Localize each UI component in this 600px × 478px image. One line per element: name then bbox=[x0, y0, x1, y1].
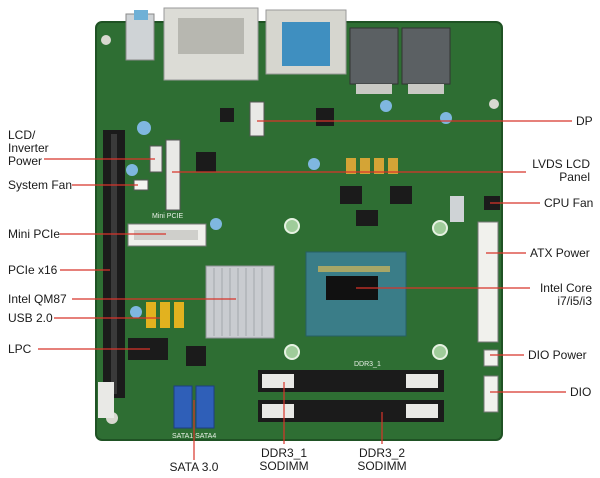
cpu-contacts bbox=[318, 266, 390, 272]
heatsink-bracket bbox=[450, 196, 464, 222]
ddr3-2-slot-latch bbox=[262, 404, 294, 418]
usb-port-stack bbox=[356, 84, 392, 94]
misc-chips bbox=[186, 108, 412, 366]
atx-power-connector bbox=[477, 221, 499, 343]
audio-jack bbox=[125, 13, 155, 61]
label-ddr3-1-sodimm: DDR3_1 SODIMM bbox=[259, 446, 309, 473]
mini-pcie-slot-inner bbox=[134, 230, 198, 240]
sata-connector bbox=[173, 385, 193, 429]
ddr3-1-slot-latch bbox=[406, 374, 438, 388]
label-lpc: LPC bbox=[8, 342, 32, 356]
lan-port bbox=[401, 27, 451, 85]
label-intel-qm87: Intel QM87 bbox=[8, 292, 67, 306]
label-atx-power: ATX Power bbox=[530, 246, 590, 260]
label-dp: DP bbox=[576, 114, 593, 128]
misc-capacitors bbox=[126, 100, 452, 318]
lpc-bracket bbox=[98, 382, 114, 418]
label-ddr3-2-sodimm: DDR3_2 SODIMM bbox=[357, 446, 407, 473]
label-mini-pcie: Mini PCIe bbox=[8, 227, 61, 241]
label-lvds-lcd-panel: LVDS LCD Panel bbox=[532, 157, 590, 184]
audio-jack-top bbox=[134, 10, 148, 20]
pcie-x16-slot-groove bbox=[111, 134, 117, 394]
usb-port-stack bbox=[408, 84, 444, 94]
vga-connector-face bbox=[282, 22, 330, 66]
label-pcie-x16: PCIe x16 bbox=[8, 263, 58, 277]
label-intel-core: Intel Core i7/i5/i3 bbox=[539, 281, 592, 308]
mount-hole bbox=[489, 99, 499, 109]
mount-hole bbox=[432, 220, 448, 236]
label-system-fan: System Fan bbox=[8, 178, 73, 192]
ddr3-1-slot-latch bbox=[262, 374, 294, 388]
mount-hole bbox=[101, 35, 111, 45]
label-dio-power: DIO Power bbox=[528, 348, 587, 362]
qm87-heatsink bbox=[205, 265, 275, 339]
inductors bbox=[346, 158, 398, 174]
dio-power-connector bbox=[483, 349, 499, 367]
sata-connector bbox=[195, 385, 215, 429]
mount-hole bbox=[432, 344, 448, 360]
ddr3-2-slot-latch bbox=[406, 404, 438, 418]
heatsink-fins bbox=[213, 268, 263, 336]
ddr3-2-slot bbox=[258, 400, 444, 422]
lan-port bbox=[349, 27, 399, 85]
ddr3-silkscreen: DDR3_1 bbox=[354, 361, 381, 368]
mini-pcie-silkscreen: Mini PCIE bbox=[152, 213, 183, 220]
lvds-connector bbox=[165, 139, 181, 211]
ddr3-1-slot bbox=[258, 370, 444, 392]
label-usb-2-0: USB 2.0 bbox=[8, 311, 53, 325]
dio-connector bbox=[483, 375, 499, 413]
label-dio: DIO bbox=[570, 385, 592, 399]
dp-connector bbox=[249, 101, 265, 137]
callout-lines bbox=[38, 120, 572, 460]
mount-hole bbox=[284, 218, 300, 234]
label-sata-3-0: SATA 3.0 bbox=[169, 460, 219, 474]
usb-header bbox=[146, 302, 156, 328]
label-cpu-fan: CPU Fan bbox=[544, 196, 594, 210]
usb-header bbox=[174, 302, 184, 328]
mount-hole bbox=[284, 344, 300, 360]
usb-header bbox=[160, 302, 170, 328]
label-lcd-inverter-power: LCD/ Inverter Power bbox=[8, 128, 49, 168]
dvi-connector-face bbox=[178, 18, 244, 54]
